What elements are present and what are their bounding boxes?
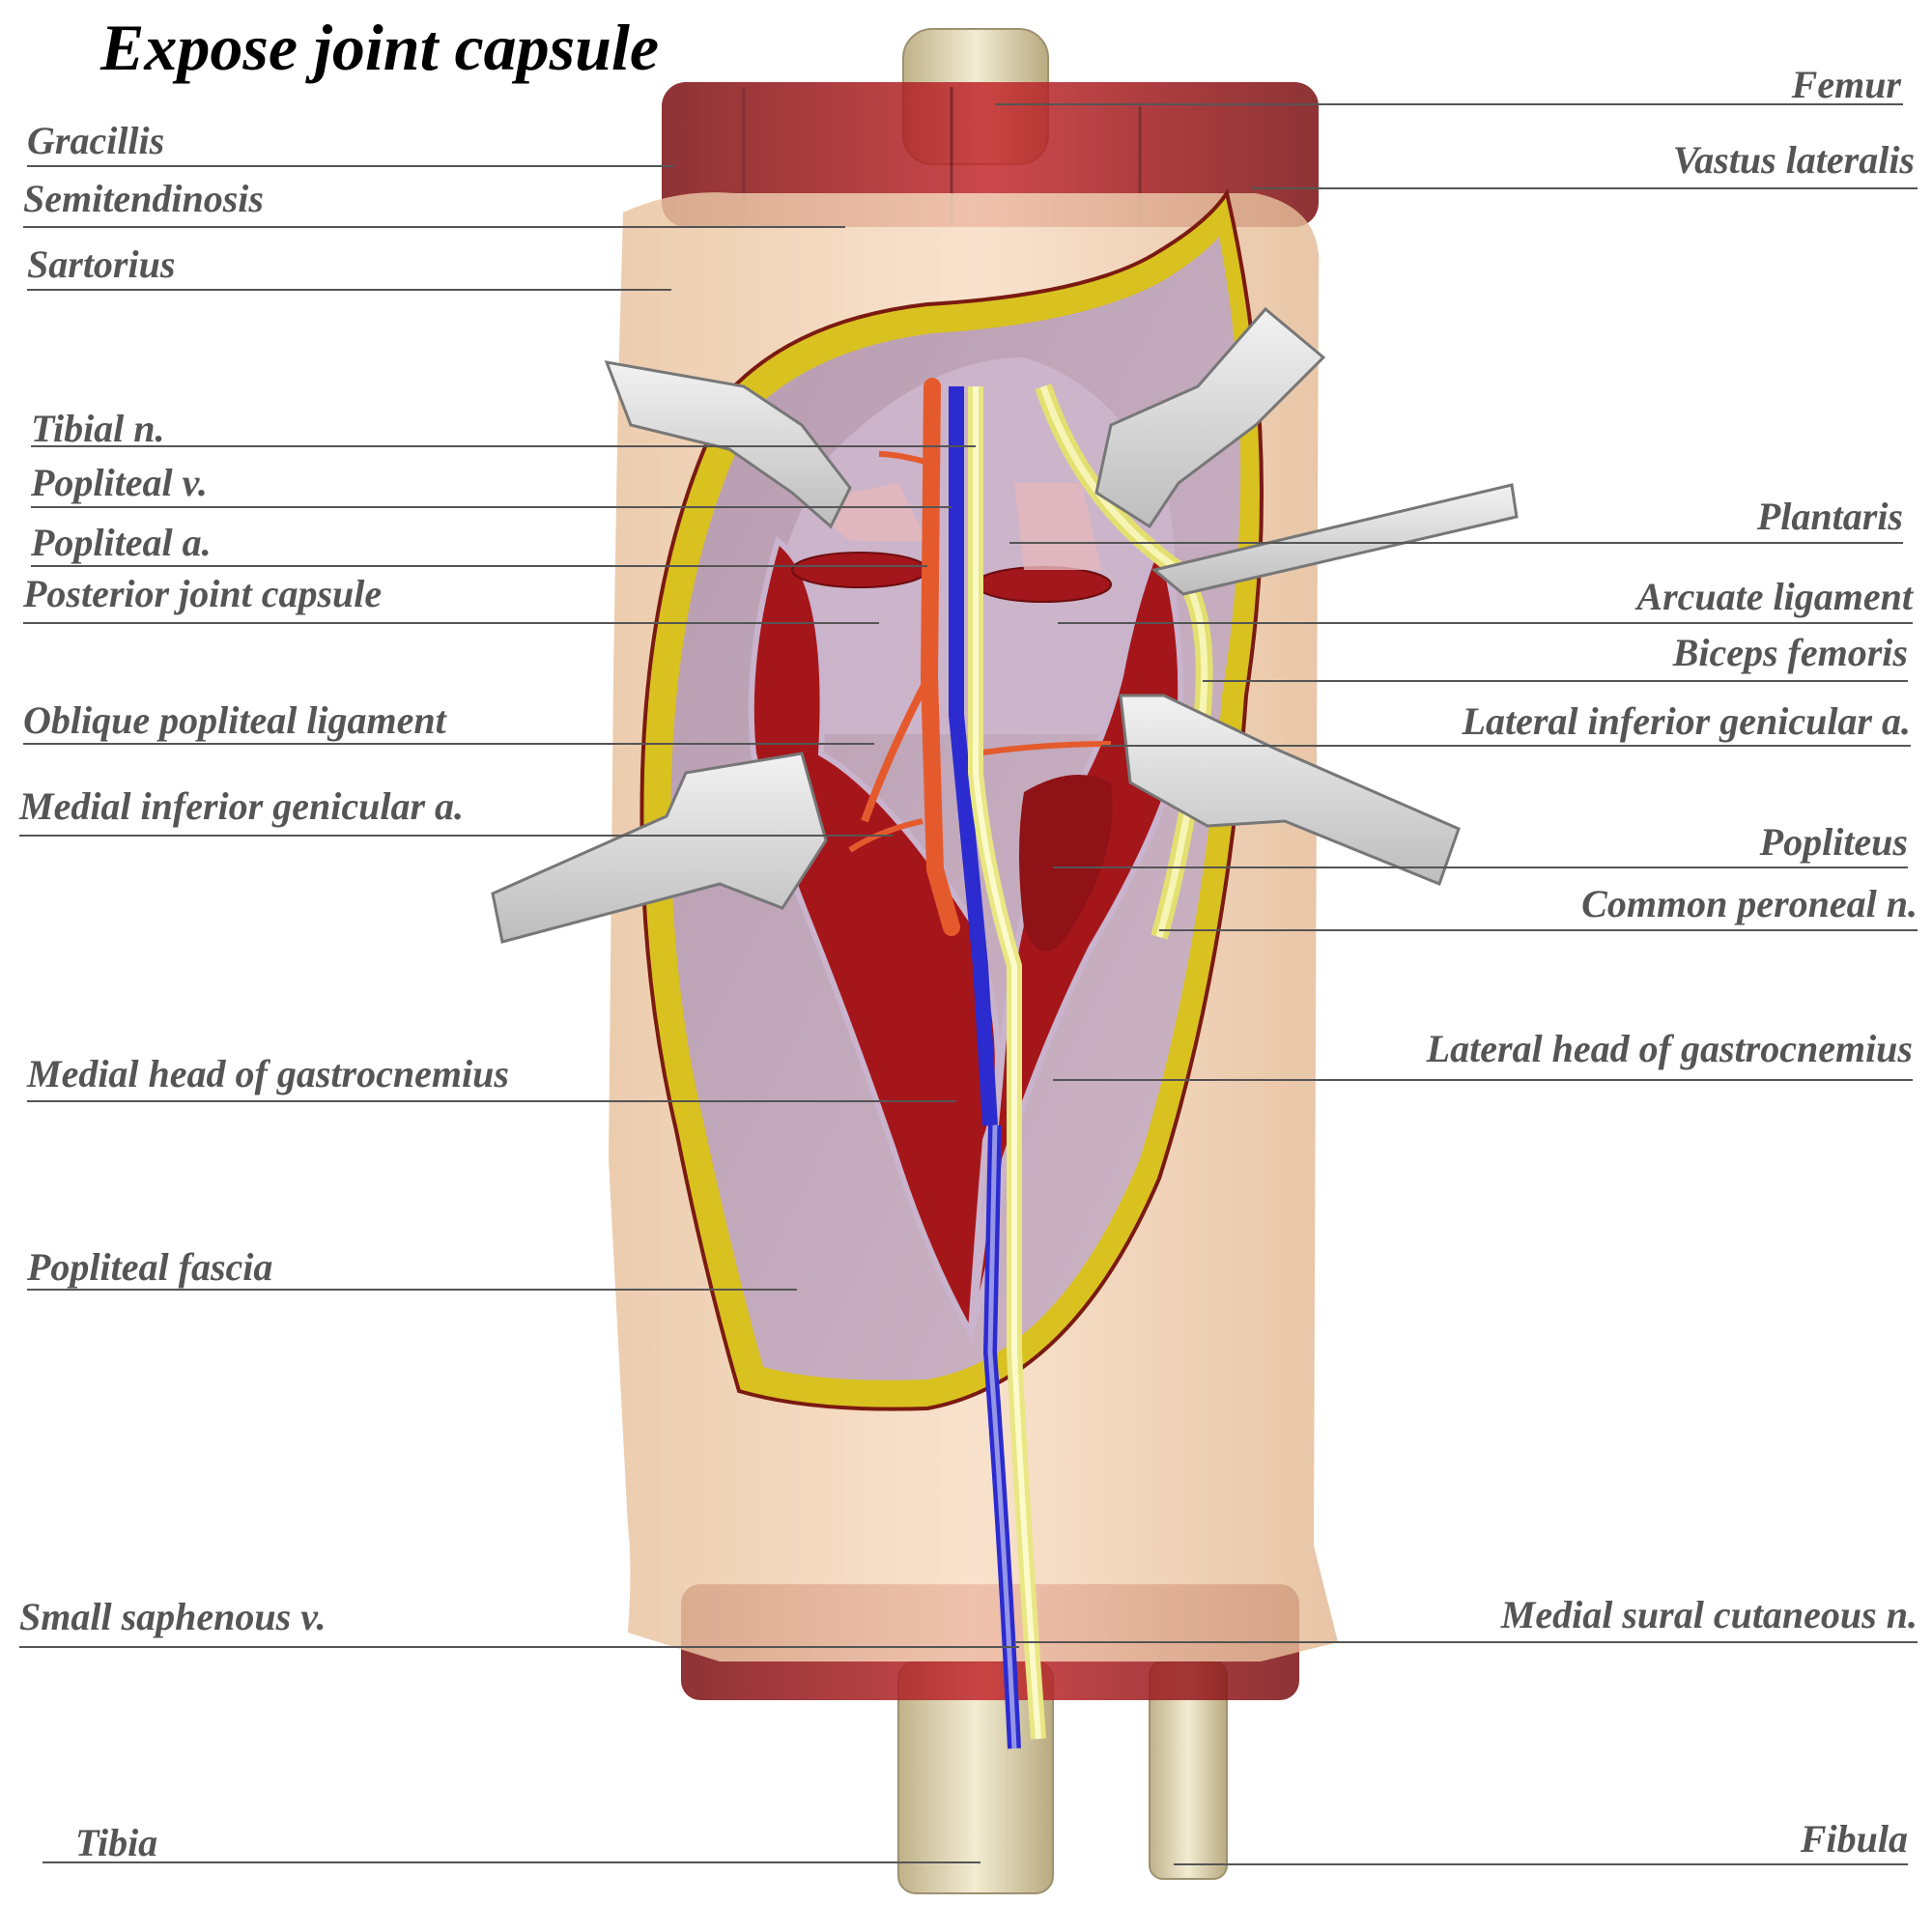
label-medial-head-gastrocnemius: Medial head of gastrocnemius [27,1052,509,1095]
tibial-nerve [968,386,1046,1740]
popliteal-artery [848,378,1112,936]
retractor-upper-right [1094,306,1326,529]
retractor-lower-left [491,752,828,944]
label-popliteal-fascia: Popliteal fascia [27,1245,273,1289]
popliteal-vein [949,386,1021,1749]
label-common-peroneal-n: Common peroneal n. [1581,882,1918,925]
label-tibia: Tibia [75,1821,158,1864]
label-lateral-head-gastrocnemius: Lateral head of gastrocnemius [1426,1027,1913,1070]
label-popliteal-v: Popliteal v. [31,461,208,504]
label-semitendinosis: Semitendinosis [23,177,264,220]
common-peroneal-nerve [1035,384,1213,940]
plantaris-hook-retractor [1151,483,1519,596]
label-tibial-n: Tibial n. [31,407,165,450]
popliteus-muscle [1019,775,1113,952]
label-medial-inferior-genicular-a: Medial inferior genicular a. [19,784,465,828]
retractor-upper-left [604,360,852,529]
leader-lines [19,103,1918,1865]
label-arcuate-ligament: Arcuate ligament [1636,575,1913,618]
label-small-saphenous-v: Small saphenous v. [19,1595,327,1638]
label-fibula: Fibula [1800,1817,1908,1861]
label-femur: Femur [1791,63,1901,106]
label-medial-sural-cutaneous-n: Medial sural cutaneous n. [1500,1593,1918,1636]
label-lateral-inferior-genicular-a: Lateral inferior genicular a. [1462,699,1911,743]
label-vastus-lateralis: Vastus lateralis [1672,138,1915,182]
label-plantaris: Plantaris [1756,495,1903,538]
label-oblique-popliteal-ligament: Oblique popliteal ligament [23,698,446,742]
label-biceps-femoris: Biceps femoris [1672,631,1908,674]
label-popliteal-a: Popliteal a. [31,521,212,564]
plantaris-stump [791,483,1112,603]
label-popliteus: Popliteus [1759,820,1908,864]
diagram-title: Expose joint capsule [100,11,660,84]
label-sartorius: Sartorius [27,242,176,286]
label-posterior-joint-capsule: Posterior joint capsule [23,572,383,615]
label-gracilis: Gracillis [27,119,165,162]
retractor-lower-right [1119,694,1461,886]
